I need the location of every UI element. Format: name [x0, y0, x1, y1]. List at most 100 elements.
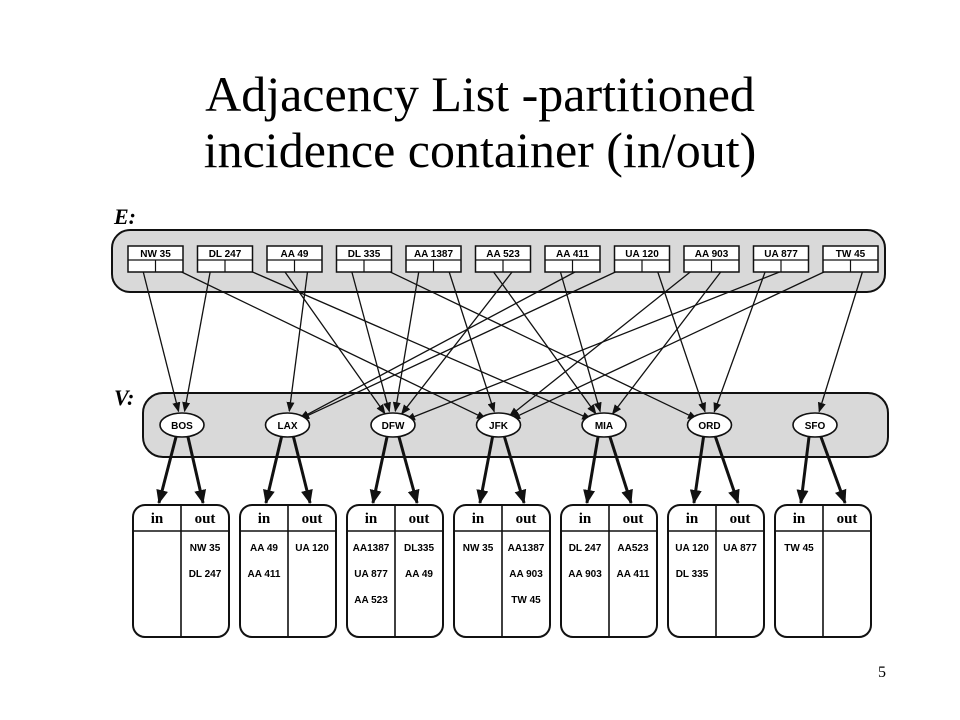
edge-box-nw-35: NW 35: [127, 245, 184, 273]
container-in-entry: AA1387: [353, 543, 390, 554]
vertex-node-jfk: JFK: [475, 412, 522, 438]
container-out-entry: AA 411: [617, 569, 650, 580]
vertex-ellipse: [581, 412, 627, 438]
container-out-entry: NW 35: [190, 543, 221, 554]
edge-label: DL 335: [348, 249, 381, 260]
container-out-header: out: [837, 511, 858, 527]
container-link-in-bos: [156, 436, 178, 504]
vertex-node-mia: MIA: [581, 412, 627, 438]
container-out-header: out: [302, 511, 323, 527]
vertex-node-dfw: DFW: [370, 412, 416, 438]
slide-title: Adjacency List -partitioned incidence co…: [0, 66, 960, 178]
container-out-header: out: [730, 511, 751, 527]
edge-box-frame: [474, 245, 532, 273]
edge-label: AA 1387: [414, 249, 454, 260]
container-in-entry: DL 335: [676, 569, 709, 580]
edge-box-dl-335: DL 335: [335, 245, 393, 273]
edge-label: TW 45: [836, 249, 866, 260]
container-out-entry: TW 45: [511, 595, 541, 606]
container-in-entry: AA 523: [354, 595, 388, 606]
vertex-ellipse: [159, 412, 205, 438]
edge-box-ua-877: UA 877: [752, 245, 810, 273]
edge-line-origin-ua-120: [299, 265, 629, 420]
edge-line-destination-ua-877: [405, 265, 795, 421]
vertex-node-sfo: SFO: [792, 412, 838, 438]
edge-label: AA 523: [486, 249, 520, 260]
container-out-entry: UA 877: [723, 543, 757, 554]
container-out-header: out: [623, 511, 644, 527]
vertex-label: LAX: [278, 421, 298, 432]
title-line-1: Adjacency List -partitioned: [205, 66, 755, 122]
container-out-entry: DL335: [404, 543, 434, 554]
container-in-header: in: [579, 511, 592, 527]
container-out-entry: AA1387: [508, 543, 545, 554]
container-connection-lines: [156, 436, 847, 504]
edge-line-origin-ua-877: [713, 265, 768, 413]
vertex-label: ORD: [698, 421, 720, 432]
container-out-header: out: [195, 511, 216, 527]
edge-line-destination-aa-49: [286, 265, 309, 413]
edge-line-origin-nw-35: [141, 265, 181, 413]
edge-line-destination-nw-35: [168, 265, 487, 420]
container-in-header: in: [686, 511, 699, 527]
edge-line-destination-aa-411: [298, 265, 587, 419]
edge-label: AA 49: [281, 249, 309, 260]
edge-line-destination-aa-903: [611, 265, 726, 415]
container-in-header: in: [258, 511, 271, 527]
container-in-entry: AA 411: [248, 569, 281, 580]
edge-line-origin-aa-523: [488, 265, 597, 415]
incidence-containers: in out NW 35 DL 247 in out AA 49 AA 411 UA 120 in…: [132, 504, 872, 638]
container-link-out-sfo: [819, 436, 847, 504]
edge-line-origin-aa-411: [558, 265, 602, 413]
edge-line-destination-tw-45: [817, 265, 865, 413]
container-out-entry: AA523: [617, 543, 649, 554]
edge-line-origin-aa-49: [280, 265, 386, 415]
container-out-header: out: [409, 511, 430, 527]
container-in-entry: UA 877: [354, 569, 388, 580]
container-out-entry: UA 120: [295, 543, 329, 554]
vertex-node-ord: ORD: [686, 412, 733, 438]
incidence-container-sfo: in out TW 45: [774, 504, 872, 638]
edge-line-destination-aa-523: [400, 265, 518, 415]
container-in-entry: TW 45: [784, 543, 814, 554]
container-in-entry: NW 35: [463, 543, 494, 554]
container-link-out-ord: [714, 436, 740, 504]
vertex-ellipse: [686, 412, 733, 438]
container-link-in-jfk: [476, 436, 494, 504]
container-link-in-lax: [263, 436, 283, 504]
container-out-entry: AA 903: [509, 569, 543, 580]
container-in-header: in: [793, 511, 806, 527]
edge-label: AA 903: [695, 249, 729, 260]
edge-box-tw-45: TW 45: [822, 245, 879, 273]
container-in-entry: DL 247: [569, 543, 602, 554]
vertex-ellipse: [792, 412, 838, 438]
edge-box-aa-1387: AA 1387: [405, 245, 462, 273]
edge-line-origin-dl-335: [349, 265, 391, 413]
container-link-out-bos: [186, 436, 207, 504]
vertex-label: MIA: [595, 421, 613, 432]
container-link-out-dfw: [397, 436, 420, 504]
edge-box-aa-903: AA 903: [683, 245, 740, 273]
container-link-out-mia: [608, 436, 633, 504]
container-in-entry: AA 903: [568, 569, 602, 580]
edge-line-origin-aa-1387: [392, 265, 421, 413]
vertex-node-lax: LAX: [264, 412, 311, 438]
container-in-header: in: [472, 511, 485, 527]
page-number: 5: [878, 664, 886, 681]
edge-line-origin-dl-247: [182, 265, 212, 413]
edge-label: UA 120: [625, 249, 659, 260]
edge-label: UA 877: [764, 249, 798, 260]
container-out-entry: AA 49: [405, 569, 433, 580]
edge-box-ua-120: UA 120: [613, 245, 671, 273]
container-in-header: in: [151, 511, 164, 527]
container-link-in-sfo: [796, 436, 811, 504]
